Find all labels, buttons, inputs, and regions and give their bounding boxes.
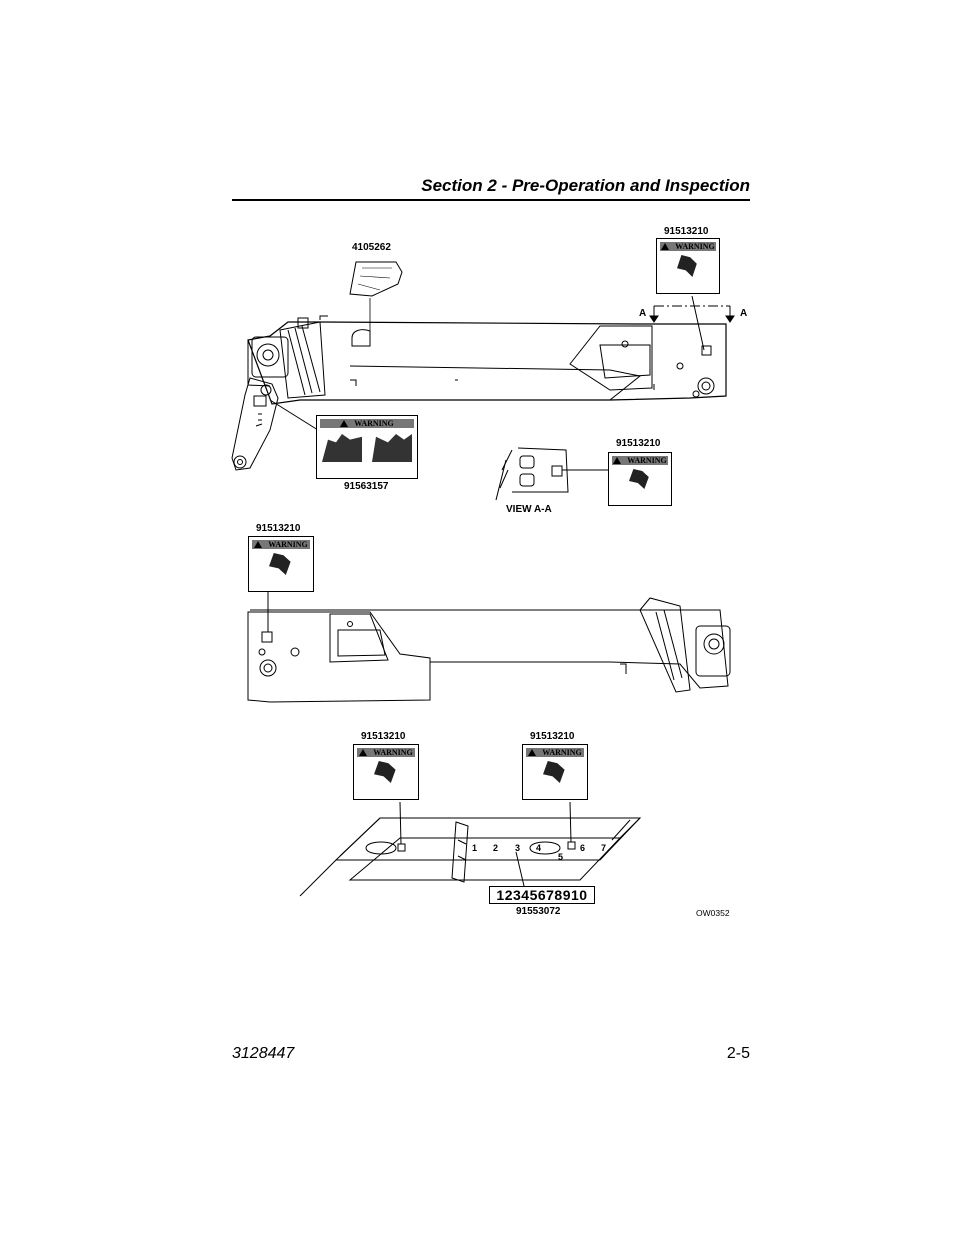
- page-number: 2-5: [726, 1045, 750, 1062]
- boom-number-strip-decal: 12345678910: [489, 886, 595, 904]
- boom-number-7: 7: [601, 843, 607, 853]
- header-rule: [232, 199, 750, 201]
- bottom-boom-drawing: [299, 801, 642, 897]
- boom-number-1: 1: [472, 843, 478, 853]
- section-marker-a-right: A: [740, 308, 748, 319]
- hand-pinch-icon: [374, 761, 396, 783]
- section-line-a-a: [649, 305, 735, 323]
- boom-number-4: 4: [536, 843, 542, 853]
- keep-clear-icon: [372, 434, 412, 462]
- boom-number-3: 3: [515, 843, 521, 853]
- label-91513210-bottom-right: 91513210: [530, 731, 575, 742]
- label-91513210-view: 91513210: [616, 438, 661, 449]
- warning-decal-mid: WARNING: [248, 536, 314, 592]
- boom-number-6: 6: [580, 843, 586, 853]
- label-4105262: 4105262: [352, 242, 391, 253]
- label-91563157: 91563157: [344, 481, 389, 492]
- warning-decal-large: WARNING: [316, 415, 418, 479]
- figure-reference: OW0352: [696, 908, 730, 918]
- warning-decal-bottom-left: WARNING: [353, 744, 419, 800]
- hand-pinch-icon: [677, 255, 697, 277]
- label-91513210-bottom-left: 91513210: [361, 731, 406, 742]
- crush-hazard-icon: [322, 434, 362, 462]
- warning-decal-bottom-right: WARNING: [522, 744, 588, 800]
- section-marker-a-left: A: [639, 308, 647, 319]
- hand-pinch-icon: [269, 553, 291, 575]
- hand-pinch-icon: [629, 469, 649, 489]
- middle-boom-drawing: [247, 592, 731, 703]
- top-boom-drawing: [231, 295, 727, 471]
- label-91553072: 91553072: [516, 906, 561, 917]
- view-a-a-label: VIEW A-A: [506, 504, 552, 515]
- boom-number-5: 5: [558, 852, 564, 862]
- view-a-a-drawing: [495, 447, 608, 501]
- hand-pinch-icon: [543, 761, 565, 783]
- document-number: 3128447: [232, 1045, 295, 1062]
- label-91513210-top: 91513210: [664, 226, 709, 237]
- warning-decal-top-right: WARNING: [656, 238, 720, 294]
- angle-indicator-decal: [349, 261, 403, 334]
- warning-decal-view: WARNING: [608, 452, 672, 506]
- section-title: Section 2 - Pre-Operation and Inspection: [421, 176, 750, 195]
- label-91513210-mid: 91513210: [256, 523, 301, 534]
- boom-number-2: 2: [493, 843, 499, 853]
